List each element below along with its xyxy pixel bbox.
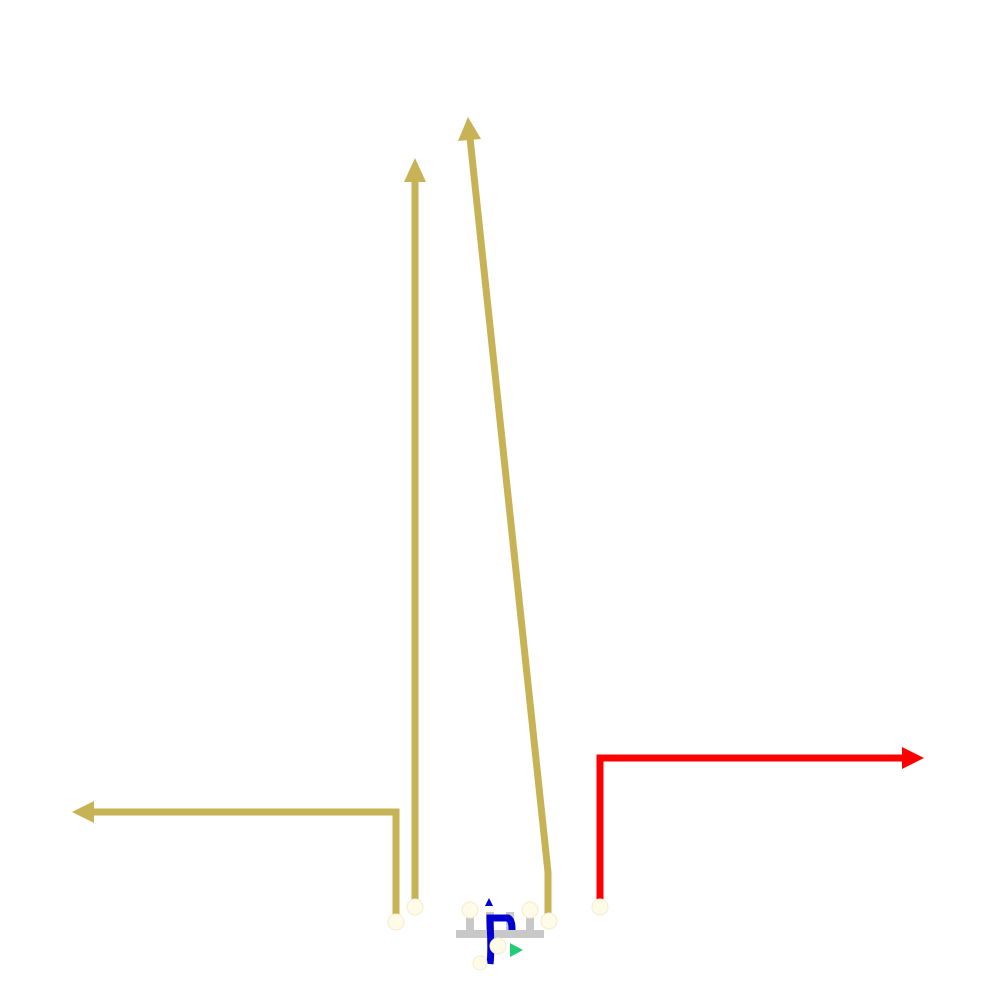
receiver-marker-inside	[540, 912, 558, 930]
receiver-markers	[387, 898, 609, 971]
deep-back-marker	[472, 955, 488, 971]
route-out-right	[596, 747, 924, 906]
ball-carrier-marker	[489, 937, 507, 955]
receiver-marker-slot	[406, 898, 424, 916]
receiver-marker-left	[387, 913, 405, 931]
route-out-left-line	[92, 808, 400, 920]
receiver-marker-right	[591, 898, 609, 916]
motion-arrow-icon	[510, 943, 523, 957]
arrowhead-left-icon	[72, 801, 94, 823]
route-out-left	[72, 801, 400, 920]
arrowhead-up-diagonal-icon	[458, 117, 481, 141]
route-post-diagonal	[458, 117, 552, 920]
arrowhead-up-icon	[404, 158, 426, 182]
route-post-diagonal-line	[466, 137, 552, 920]
lineman-marker-a	[461, 901, 479, 919]
lineman-marker-b	[521, 901, 539, 919]
route-go-vertical	[404, 158, 426, 907]
arrowhead-right-icon	[902, 747, 924, 769]
arrowhead-small-icon	[485, 898, 493, 906]
route-out-right-line	[596, 754, 902, 906]
